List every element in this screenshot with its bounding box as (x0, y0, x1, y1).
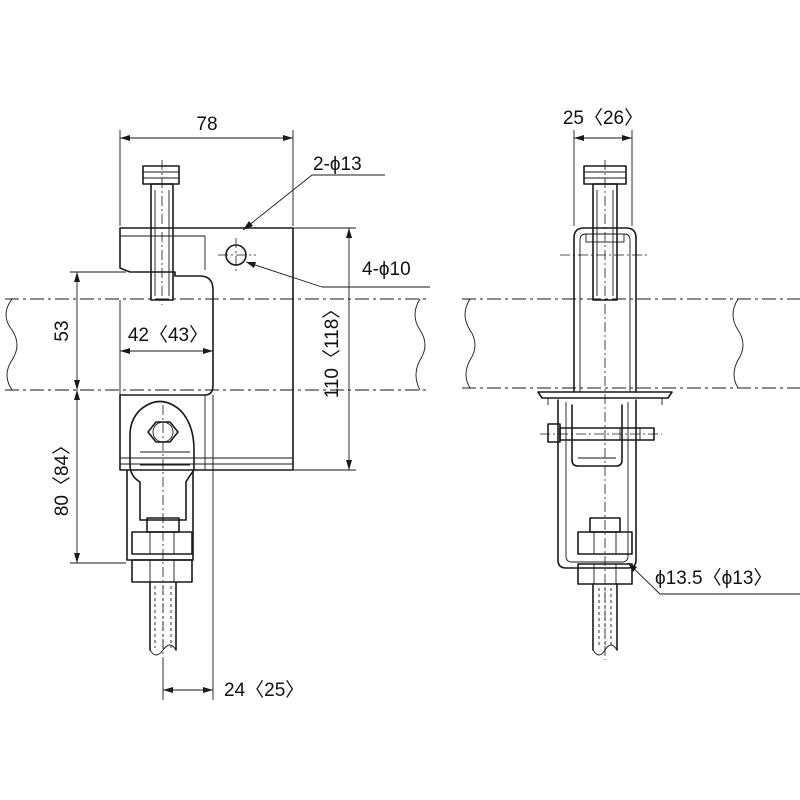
lower-rod (131, 517, 193, 656)
top-bolt (142, 160, 180, 305)
hole-phi13-5-label: ϕ13.5〈ϕ13〉 (655, 567, 772, 589)
front-cross-bolt (540, 423, 662, 443)
dimension-42-label: 42〈43〉 (128, 324, 208, 346)
front-lower-rod (577, 517, 633, 656)
dimension-78-label: 78 (196, 114, 217, 135)
swivel-link (126, 400, 195, 660)
front-view: 25〈26〉 ϕ13.5〈ϕ13〉 (462, 107, 800, 660)
bracket-hole (218, 238, 256, 272)
beam-flange-right (462, 298, 800, 389)
hole-4phi10-label: 4-ϕ10 (362, 259, 411, 280)
dimension-80-label: 80〈84〉 (51, 436, 73, 516)
dimension-25-label: 25〈26〉 (563, 107, 643, 129)
dimension-42: 42〈43〉 (119, 300, 213, 395)
dimension-24: 24〈25〉 (162, 395, 304, 701)
dimension-80: 80〈84〉 (51, 390, 126, 564)
side-view: 78 2-ϕ13 4-ϕ10 110〈118〉 (5, 114, 430, 701)
front-flange-plate (537, 391, 673, 405)
leader-4phi10: 4-ϕ10 (245, 259, 430, 288)
dimension-25: 25〈26〉 (563, 107, 643, 226)
hole-2phi13-label: 2-ϕ13 (313, 154, 362, 175)
dimension-53-label: 53 (52, 320, 73, 341)
dimension-24-label: 24〈25〉 (224, 679, 304, 701)
leader-2phi13: 2-ϕ13 (242, 154, 385, 231)
beam-flange-left (5, 298, 430, 391)
front-top-bolt (583, 160, 627, 660)
dimension-110-label: 110〈118〉 (321, 300, 343, 399)
dimension-110: 110〈118〉 (293, 227, 356, 471)
leader-phi13-5: ϕ13.5〈ϕ13〉 (627, 562, 800, 595)
bracket-body (119, 227, 294, 471)
dimension-78: 78 (119, 114, 294, 226)
front-lower-hanger (557, 399, 637, 569)
dimension-53: 53 (52, 271, 126, 390)
front-upper-bracket (560, 227, 650, 393)
